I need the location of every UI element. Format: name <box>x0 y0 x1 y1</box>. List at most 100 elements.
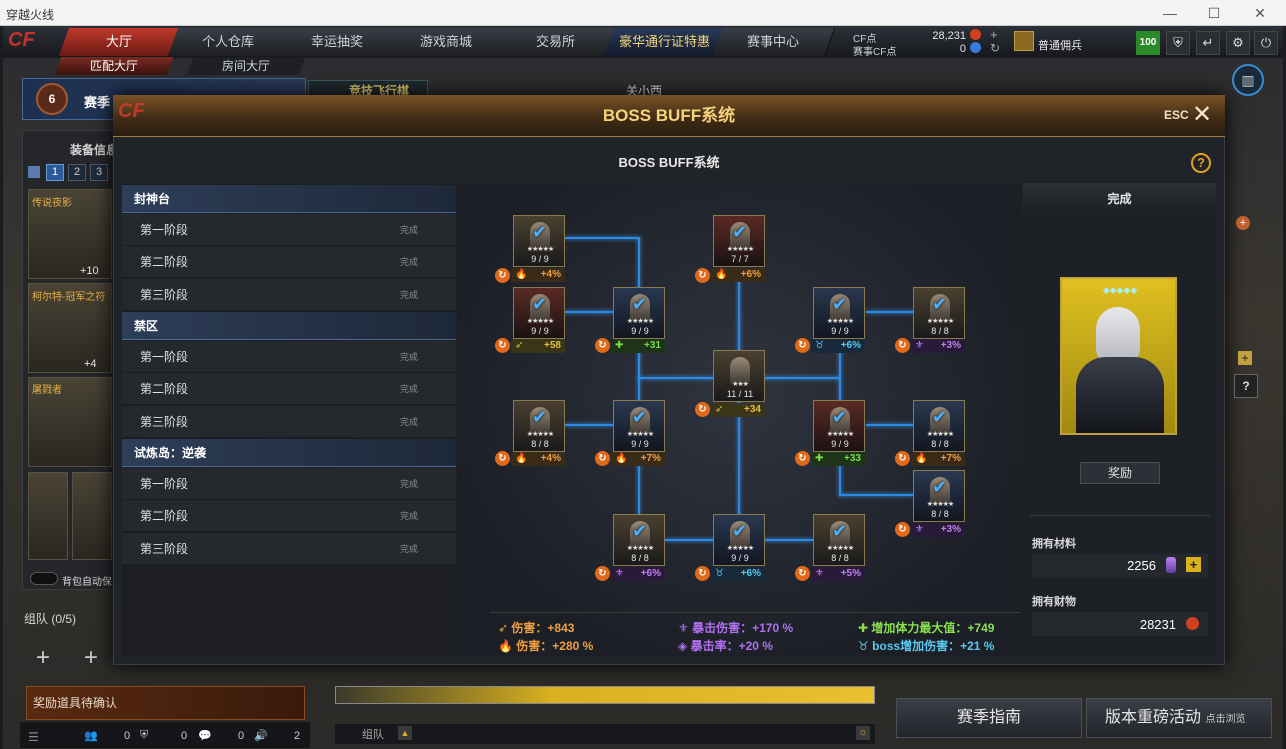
version-event-button[interactable]: 版本重磅活动 点击浏览 <box>1086 698 1272 738</box>
stage-item[interactable]: 第二阶段完成 <box>122 373 456 405</box>
buff-node[interactable]: ✔★★★★★9 / 9 <box>513 287 565 339</box>
upgrade-icon[interactable]: ↻ <box>595 566 610 581</box>
shield-small-icon[interactable]: ⛨ <box>140 729 149 741</box>
tab-lottery[interactable]: 幸运抽奖 <box>276 28 400 56</box>
reward-button[interactable]: 奖励 <box>1080 462 1160 484</box>
upgrade-icon[interactable]: ↻ <box>795 566 810 581</box>
refresh-icon[interactable]: ↻ <box>990 41 1001 55</box>
equip-slot-2[interactable] <box>28 283 112 373</box>
equip-slot-4[interactable] <box>28 472 68 560</box>
buff-node[interactable]: ✔★★★★★9 / 9 <box>513 215 565 267</box>
window-close-button[interactable]: ✕ <box>1254 5 1266 21</box>
stage-item[interactable]: 第一阶段完成 <box>122 214 456 246</box>
upgrade-icon[interactable]: ↻ <box>895 338 910 353</box>
subtab-room-lobby[interactable]: 房间大厅 <box>186 57 306 75</box>
section-header-3[interactable]: 试炼岛：逆袭 <box>122 439 456 467</box>
section-header-2[interactable]: 禁区 <box>122 312 456 340</box>
close-icon[interactable]: ✕ <box>1192 101 1213 128</box>
wealth-box <box>1032 612 1208 636</box>
auto-save-text: 背包自动保 <box>62 577 112 588</box>
auto-save-toggle[interactable] <box>30 572 58 585</box>
return-icon[interactable]: ↵ <box>1196 31 1220 55</box>
help-icon-2[interactable]: ? <box>1234 374 1258 398</box>
stage-item[interactable]: 第二阶段完成 <box>122 500 456 532</box>
stage-item[interactable]: 第三阶段完成 <box>122 406 456 438</box>
stats-icon[interactable]: ▥ <box>1232 64 1264 96</box>
buff-node[interactable]: ✔★★★★★9 / 9 <box>613 400 665 452</box>
add-cf-icon[interactable]: + <box>990 27 998 42</box>
shield-icon[interactable]: ⛨ <box>1166 31 1190 55</box>
buff-node[interactable]: ✔★★★★★8 / 8 <box>813 514 865 566</box>
buff-node[interactable]: ✔★★★★★8 / 8 <box>913 287 965 339</box>
upgrade-icon[interactable]: ↻ <box>595 338 610 353</box>
chat-icon[interactable]: 💬 <box>198 730 212 742</box>
help-icon[interactable]: ? <box>1191 153 1211 173</box>
stage-item[interactable]: 第二阶段完成 <box>122 246 456 278</box>
menu-icon[interactable]: ☰ <box>28 730 39 744</box>
page-tab-2[interactable]: 2 <box>68 164 86 181</box>
reward-character-card[interactable]: ◆◆◆◆◆ <box>1060 277 1177 435</box>
buff-node-center[interactable]: ★★★11 / 11 <box>713 350 765 402</box>
stage-item[interactable]: 第一阶段完成 <box>122 468 456 500</box>
equip-slot-3[interactable] <box>28 377 112 467</box>
buff-node[interactable]: ✔★★★★★9 / 9 <box>813 400 865 452</box>
equip-slot-1[interactable] <box>28 189 112 279</box>
buff-node[interactable]: ✔★★★★★8 / 8 <box>913 400 965 452</box>
page-tab-3[interactable]: 3 <box>90 164 108 181</box>
stage-item[interactable]: 第三阶段完成 <box>122 279 456 311</box>
buff-node[interactable]: ✔★★★★★8 / 8 <box>613 514 665 566</box>
player-name[interactable]: 普通佣兵 <box>1038 40 1082 52</box>
tab-pass[interactable]: 豪华通行证特惠 <box>603 28 727 56</box>
tab-events[interactable]: 赛事中心 <box>712 28 836 56</box>
upgrade-icon[interactable]: ↻ <box>795 338 810 353</box>
level-badge: 100 <box>1136 31 1160 55</box>
minimize-button[interactable]: — <box>1163 5 1177 21</box>
tab-exchange[interactable]: 交易所 <box>494 28 618 56</box>
maximize-button[interactable]: ☐ <box>1207 5 1221 21</box>
buff-node[interactable]: ✔★★★★★7 / 7 <box>713 215 765 267</box>
add-materials-button[interactable]: + <box>1186 557 1201 572</box>
upgrade-icon[interactable]: ↻ <box>695 566 710 581</box>
power-icon[interactable]: ⏻ <box>1254 31 1278 55</box>
season-guide-button[interactable]: 赛季指南 <box>896 698 1082 738</box>
esc-label[interactable]: ESC <box>1164 108 1189 122</box>
add-member-icon-2[interactable]: + <box>84 644 99 671</box>
upgrade-icon[interactable]: ↻ <box>695 402 710 417</box>
upgrade-icon[interactable]: ↻ <box>495 338 510 353</box>
buff-badge: ⚜+3% <box>911 523 965 537</box>
section-header-1[interactable]: 封神台 <box>122 185 456 213</box>
reward-pending-banner[interactable]: 奖励道具待确认 <box>26 686 305 720</box>
buff-node[interactable]: ✔★★★★★9 / 9 <box>813 287 865 339</box>
upgrade-icon[interactable]: ↻ <box>895 451 910 466</box>
upgrade-icon[interactable]: ↻ <box>495 451 510 466</box>
reward-status: 完成 <box>1107 192 1132 206</box>
speaker-icon[interactable]: 🔊 <box>254 730 268 742</box>
page-tab-1[interactable]: 1 <box>46 164 64 181</box>
tab-shop[interactable]: 游戏商城 <box>385 28 509 56</box>
upgrade-icon[interactable]: ↻ <box>795 451 810 466</box>
add-icon-2[interactable]: + <box>1238 351 1252 365</box>
upgrade-icon[interactable]: ↻ <box>695 268 710 283</box>
team-label[interactable]: 组队 <box>362 729 384 741</box>
subtab-match-lobby[interactable]: 匹配大厅 <box>54 57 174 75</box>
upgrade-icon[interactable]: ↻ <box>595 451 610 466</box>
tab-lobby[interactable]: 大厅 <box>58 28 182 56</box>
add-icon[interactable]: + <box>1236 216 1250 230</box>
equip-slot-5[interactable] <box>72 472 112 560</box>
upgrade-icon[interactable]: ↻ <box>895 522 910 537</box>
upgrade-icon[interactable]: ↻ <box>495 268 510 283</box>
buff-node[interactable]: ✔★★★★★8 / 8 <box>913 470 965 522</box>
tab-warehouse[interactable]: 个人仓库 <box>167 28 291 56</box>
buff-node[interactable]: ✔★★★★★8 / 8 <box>513 400 565 452</box>
stage-item[interactable]: 第一阶段完成 <box>122 341 456 373</box>
stage-item[interactable]: 第三阶段完成 <box>122 533 456 565</box>
expand-up-icon[interactable]: ▲ <box>398 726 412 740</box>
settings-small-icon[interactable]: ☼ <box>856 726 870 740</box>
cf-points-value: 28,231 <box>932 30 966 42</box>
add-member-icon[interactable]: + <box>36 644 51 671</box>
buff-node[interactable]: ✔★★★★★9 / 9 <box>713 514 765 566</box>
buff-node[interactable]: ✔★★★★★9 / 9 <box>613 287 665 339</box>
cf-logo[interactable]: CF <box>8 29 35 51</box>
friends-icon[interactable]: 👥 <box>84 730 98 742</box>
gear-icon[interactable]: ⚙ <box>1226 31 1250 55</box>
